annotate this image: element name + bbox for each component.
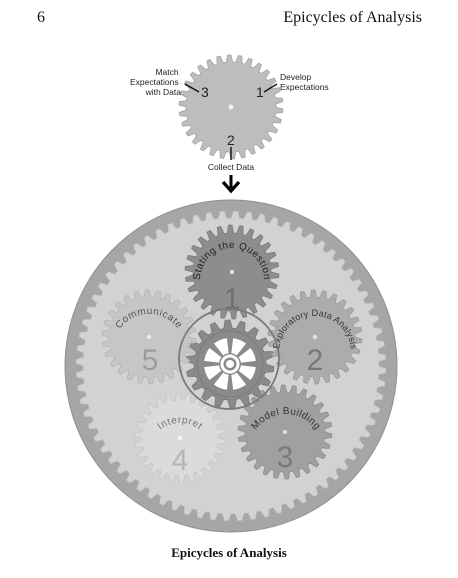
top-gear-number-3: 3 bbox=[201, 84, 209, 100]
planet-gear-5: Communicate 5 bbox=[101, 289, 197, 385]
page-number: 6 bbox=[37, 9, 45, 26]
label-match-expectations: Match Expectations with Data bbox=[130, 67, 181, 97]
down-arrow-icon bbox=[221, 175, 241, 194]
gear4-label: Interpret bbox=[156, 415, 205, 432]
carrier-circle bbox=[178, 308, 280, 410]
top-gear bbox=[178, 54, 284, 160]
sun-spoke-hole bbox=[213, 372, 229, 390]
figure-caption: Epicycles of Analysis bbox=[171, 545, 287, 560]
running-header: Epicycles of Analysis bbox=[283, 9, 422, 26]
top-gear-number-2: 2 bbox=[227, 132, 235, 148]
gear2-number: 2 bbox=[307, 344, 324, 377]
sun-spoke-hole bbox=[204, 347, 222, 363]
top-gear-number-1: 1 bbox=[256, 84, 264, 100]
sun-spoke-hole bbox=[231, 338, 247, 356]
label-collect-data: Collect Data bbox=[208, 162, 255, 172]
label-develop-expectations: Develop Expectations bbox=[280, 72, 329, 92]
leader-1 bbox=[263, 83, 278, 93]
sun-spoke-hole bbox=[238, 347, 256, 363]
top-gear-hub bbox=[228, 104, 234, 110]
gear5-number: 5 bbox=[142, 344, 159, 377]
planet-gear-1: Stating the Question 1 bbox=[184, 224, 280, 320]
sun-spoke-hole bbox=[238, 365, 256, 381]
planet-gear-3: Model Building 3 bbox=[237, 384, 333, 480]
gear4-number: 4 bbox=[172, 444, 189, 477]
planet-gear-4: Interpret 4 bbox=[134, 392, 226, 484]
gear3-number: 3 bbox=[277, 441, 294, 474]
gear1-number: 1 bbox=[224, 283, 241, 316]
sun-gear bbox=[185, 319, 275, 409]
sun-spokes bbox=[204, 338, 256, 390]
planet-gear-2: Exploratory Data Analysis 2 bbox=[267, 289, 363, 385]
sun-spoke-hole bbox=[204, 365, 222, 381]
leader-3 bbox=[184, 83, 200, 93]
sun-spoke-hole bbox=[213, 338, 229, 356]
sun-spoke-hole bbox=[231, 372, 247, 390]
